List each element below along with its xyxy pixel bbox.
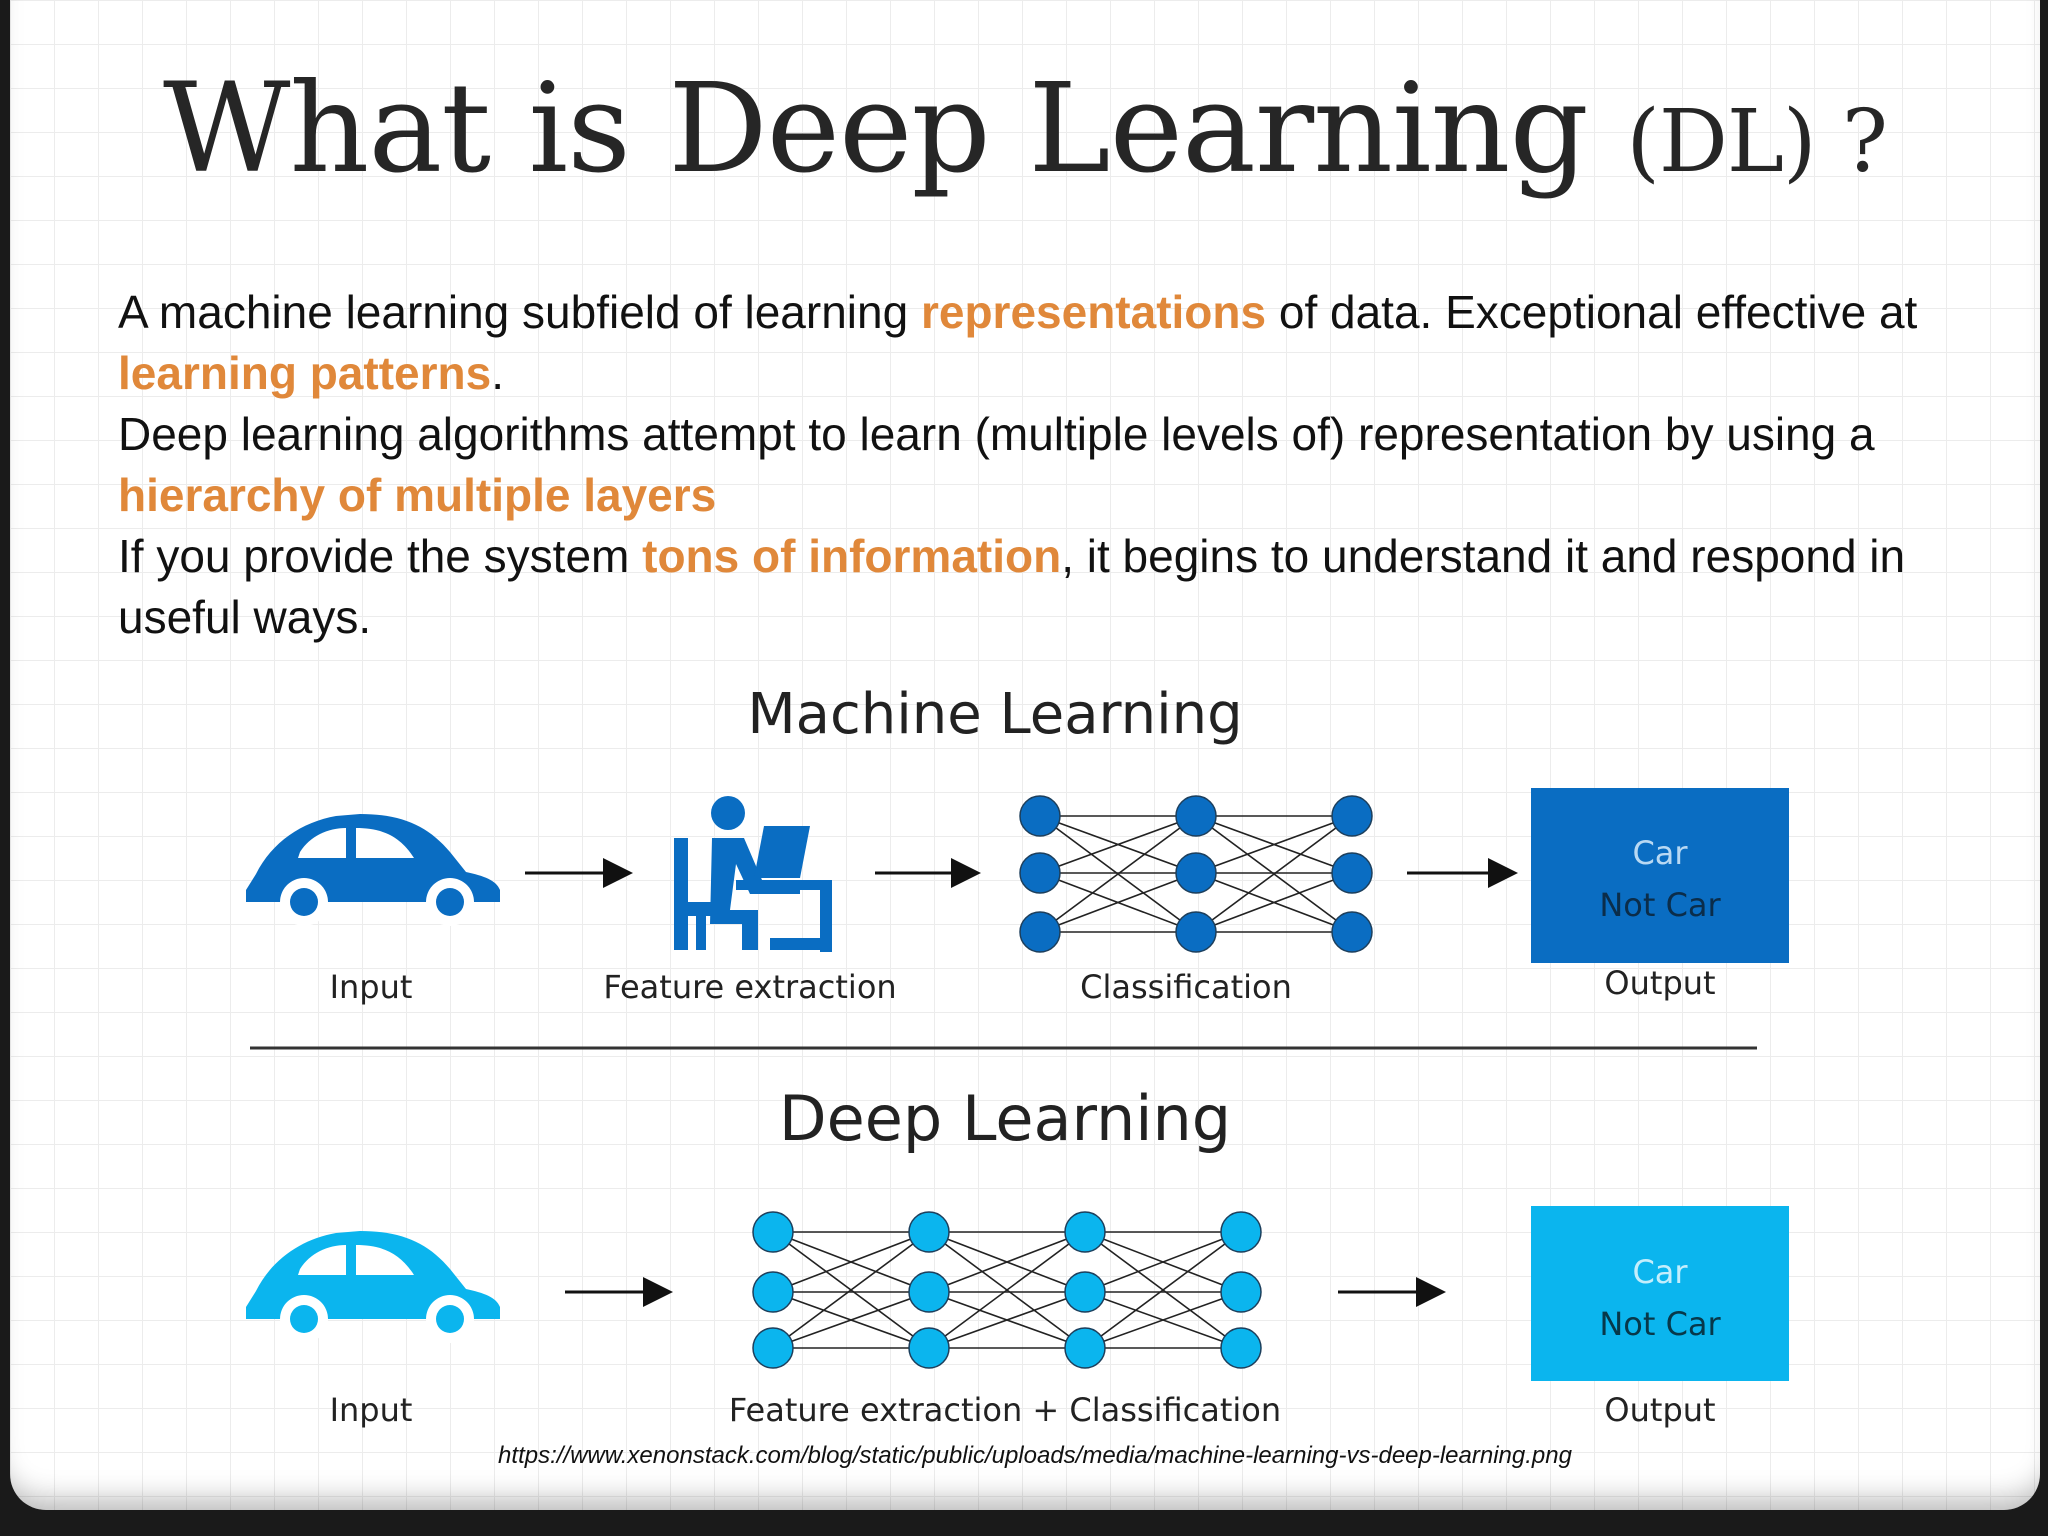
ml-output-label: Output <box>1604 964 1715 1002</box>
dl-input-label: Input <box>330 1391 413 1429</box>
dl-network-connection <box>772 1291 930 1349</box>
ml-network-node <box>1019 911 1061 953</box>
ml-network-connection <box>1195 815 1353 874</box>
ml-network-connection <box>1039 815 1197 874</box>
ml-network-connection <box>1039 872 1197 933</box>
p1-text-2: of data. Exceptional effective at <box>1266 286 1918 338</box>
dl-network-node <box>908 1271 950 1313</box>
dl-network-connection <box>928 1231 1086 1293</box>
ml-network-node <box>1331 795 1373 837</box>
title-abbrev: (DL) ? <box>1626 92 1888 192</box>
dl-output-label: Output <box>1604 1391 1715 1429</box>
dl-network-node <box>908 1327 950 1369</box>
dl-network-connection <box>1084 1291 1242 1349</box>
dl-network-connection <box>772 1231 930 1293</box>
source-url: https://www.xenonstack.com/blog/static/p… <box>498 1442 1572 1469</box>
ml-network-node <box>1175 911 1217 953</box>
dl-network-connection <box>928 1231 1086 1349</box>
body-text: A machine learning subfield of learning … <box>118 282 1998 648</box>
ml-network-node <box>1331 911 1373 953</box>
ml-input-label: Input <box>330 968 413 1006</box>
dl-network-node <box>752 1327 794 1369</box>
dl-network-node <box>1064 1211 1106 1253</box>
ml-network-node <box>1019 852 1061 894</box>
ml-classification-label: Classification <box>1080 968 1292 1006</box>
ml-network-node <box>1175 852 1217 894</box>
paragraph-3: If you provide the system tons of inform… <box>118 526 1998 648</box>
p3-text-2: , it begins to understand it and respond… <box>118 530 1906 643</box>
dl-network-connection <box>1084 1231 1242 1349</box>
dl-heading: Deep Learning <box>779 1082 1231 1155</box>
ml-heading: Machine Learning <box>747 682 1242 747</box>
p3-highlight-1: tons of information <box>642 530 1062 582</box>
person-at-desk-icon <box>674 796 832 952</box>
dl-network-node <box>1064 1327 1106 1369</box>
dl-car-icon <box>246 1231 500 1343</box>
dl-network-node <box>752 1271 794 1313</box>
dl-network-connection <box>928 1291 1086 1349</box>
ml-neural-network-icon <box>1019 795 1373 953</box>
p1-text-1: A machine learning subfield of learning <box>118 286 921 338</box>
p1-highlight-2: learning patterns <box>118 347 492 399</box>
dl-combined-label: Feature extraction + Classification <box>729 1391 1281 1429</box>
dl-network-node <box>1220 1271 1262 1313</box>
slide-title: What is Deep Learning (DL) ? <box>10 58 2040 201</box>
dl-network-connection <box>772 1231 930 1349</box>
ml-network-node <box>1175 795 1217 837</box>
p2-highlight-1: hierarchy of multiple layers <box>118 469 717 521</box>
ml-network-connection <box>1039 815 1197 933</box>
ml-output-box <box>1531 788 1789 963</box>
ml-car-icon <box>246 814 500 926</box>
slide: What is Deep Learning (DL) ? A machine l… <box>10 0 2040 1510</box>
ml-network-connection <box>1195 815 1353 933</box>
dl-network-node <box>1220 1327 1262 1369</box>
p1-highlight-1: representations <box>920 286 1267 338</box>
ml-vs-dl-diagram: Machine Learning Input Feature extractio… <box>246 682 1789 1429</box>
dl-network-connection <box>1084 1231 1242 1293</box>
dl-output-car: Car <box>1632 1253 1688 1291</box>
ml-output-notcar: Not Car <box>1599 886 1721 924</box>
p1-text-3: . <box>491 347 504 399</box>
dl-network-node <box>752 1211 794 1253</box>
dl-neural-network-icon <box>752 1211 1262 1369</box>
dl-output-box <box>1531 1206 1789 1381</box>
title-main: What is Deep Learning <box>163 57 1589 201</box>
dl-network-node <box>908 1211 950 1253</box>
dl-network-node <box>1064 1271 1106 1313</box>
ml-network-connection <box>1195 872 1353 933</box>
paragraph-1: A machine learning subfield of learning … <box>118 282 1998 404</box>
dl-network-node <box>1220 1211 1262 1253</box>
ml-feature-label: Feature extraction <box>603 968 896 1006</box>
dl-output-notcar: Not Car <box>1599 1305 1721 1343</box>
paragraph-2: Deep learning algorithms attempt to lear… <box>118 404 1998 526</box>
p3-text-1: If you provide the system <box>118 530 643 582</box>
ml-network-node <box>1331 852 1373 894</box>
p2-text-1: Deep learning algorithms attempt to lear… <box>118 408 1875 460</box>
ml-output-car: Car <box>1632 834 1688 872</box>
ml-network-node <box>1019 795 1061 837</box>
